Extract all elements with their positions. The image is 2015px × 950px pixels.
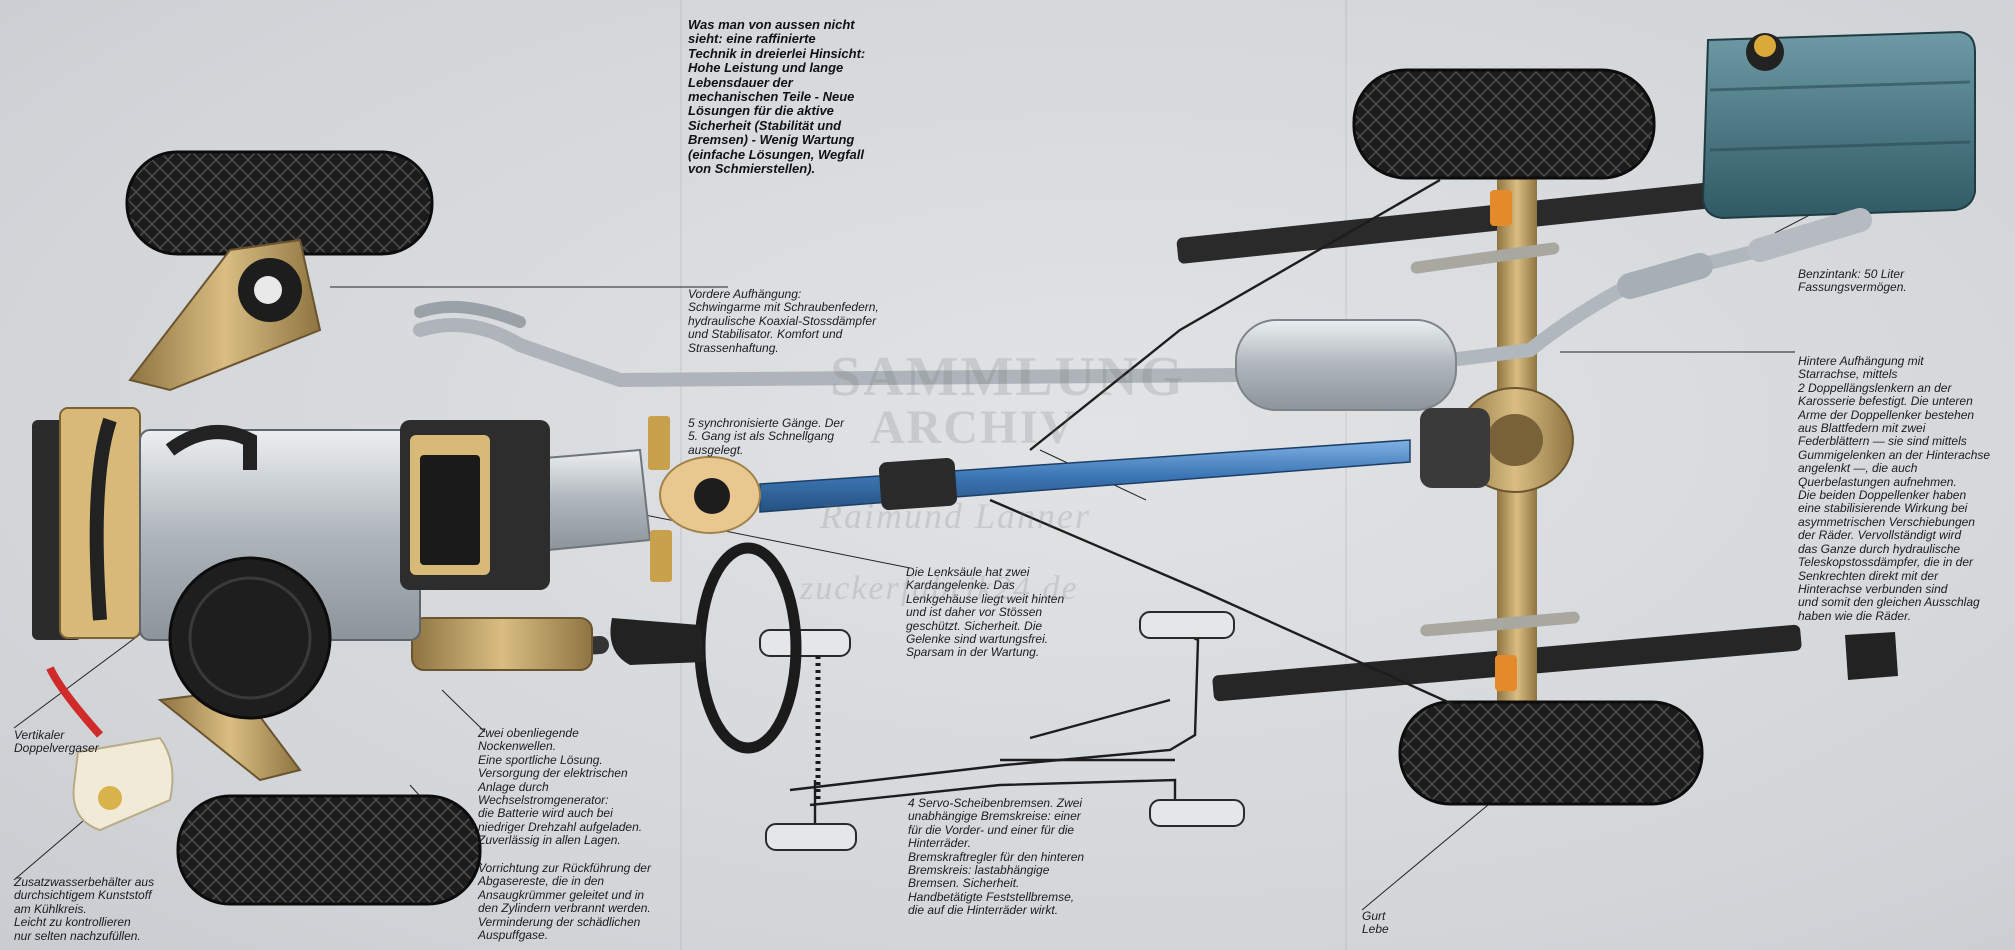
intro-text: Was man von aussen nicht sieht: eine raf… [688, 17, 866, 177]
fuel-tank [1701, 30, 1976, 220]
brake-discs [759, 611, 1245, 851]
coolant-reservoir [46, 666, 174, 832]
label-carburettor: Vertikaler Doppelvergaser [14, 728, 99, 756]
paper-fold [1345, 0, 1347, 950]
label-gearbox: 5 synchronisierte Gänge. Der 5. Gang ist… [688, 416, 845, 457]
label-fuel-tank: Benzintank: 50 Liter Fassungsvermögen. [1798, 267, 1907, 295]
label-front-suspension: Vordere Aufhängung: Schwingarme mit Schr… [688, 287, 879, 355]
front-wheels [125, 150, 482, 906]
engine [32, 407, 550, 720]
front-suspension [128, 238, 593, 782]
watermark: zuckerfabrik24.de [800, 570, 1079, 607]
watermark: Raimund Lanner [820, 496, 1091, 536]
label-brakes: 4 Servo-Scheibenbremsen. Zwei unabhängig… [908, 796, 1085, 918]
label-rear-suspension: Hintere Aufhängung mit Starrachse, mitte… [1798, 354, 1991, 623]
exhaust-system [413, 208, 1872, 388]
rear-muffler [1235, 319, 1457, 411]
watermark: ARCHIV [870, 401, 1077, 454]
gearbox [543, 416, 761, 582]
rear-wheels [1352, 68, 1704, 806]
label-seatbelt: Gurt Lebe [1362, 909, 1389, 937]
label-camshafts: Zwei obenliegende Nockenwellen. Eine spo… [478, 726, 643, 848]
label-exhaust-recirculation: Vorrichtung zur Rückführung der Abgasere… [478, 861, 651, 943]
label-coolant-reservoir: Zusatzwasserbehälter aus durchsichtigem … [14, 875, 155, 943]
watermark: SAMMLUNG [830, 346, 1186, 408]
label-steering-column: Die Lenksäule hat zwei Kardangelenke. Da… [906, 565, 1065, 660]
